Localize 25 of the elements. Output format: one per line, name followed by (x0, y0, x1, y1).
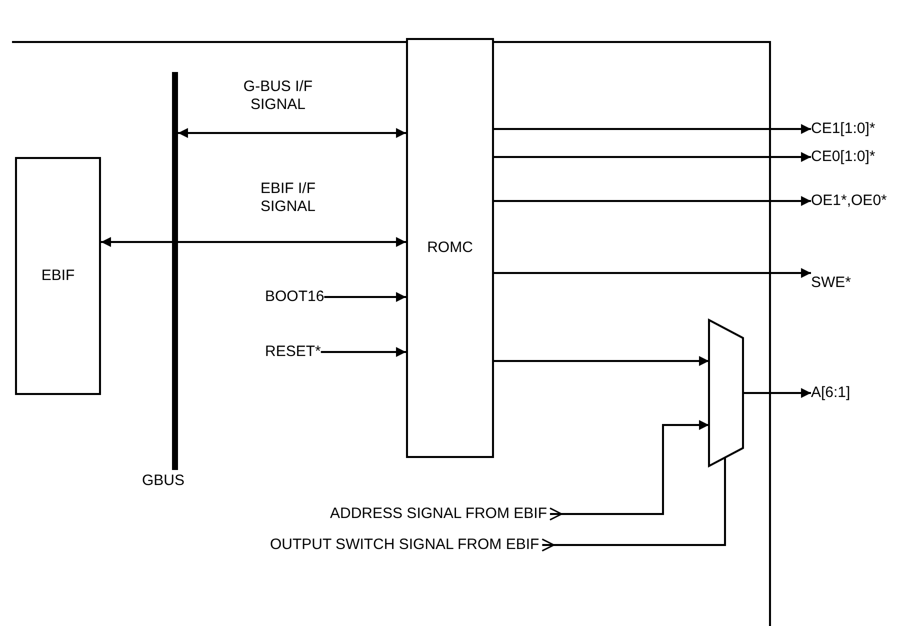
signal-name: OE1*,OE0* (811, 192, 887, 210)
arrow (494, 356, 709, 366)
signal-name: RESET* (265, 343, 321, 361)
signal-name: ADDRESS SIGNAL FROM EBIF (330, 505, 547, 523)
signal-name: A[6:1] (811, 384, 850, 402)
signal-name: OUTPUT SWITCH SIGNAL FROM EBIF (270, 536, 540, 554)
signal-name: CE1[1:0]* (811, 120, 876, 138)
bus-name: GBUS (142, 472, 185, 490)
arrow (743, 388, 811, 398)
multiplexer-symbol (708, 318, 744, 468)
arrow (549, 420, 709, 521)
arrow (494, 124, 811, 134)
arrow (178, 128, 406, 138)
arrow (320, 347, 406, 357)
connector-line (541, 458, 726, 552)
signal-name: BOOT16 (265, 288, 324, 306)
arrow (494, 196, 811, 206)
signal-name: CE0[1:0]* (811, 148, 876, 166)
arrow (101, 237, 406, 247)
arrow (494, 152, 811, 162)
arrow (494, 268, 811, 278)
signal-name: SWE* (811, 274, 852, 292)
block-box: ROMC (406, 38, 494, 458)
arrow (324, 292, 406, 302)
block-box: EBIF (15, 157, 101, 395)
